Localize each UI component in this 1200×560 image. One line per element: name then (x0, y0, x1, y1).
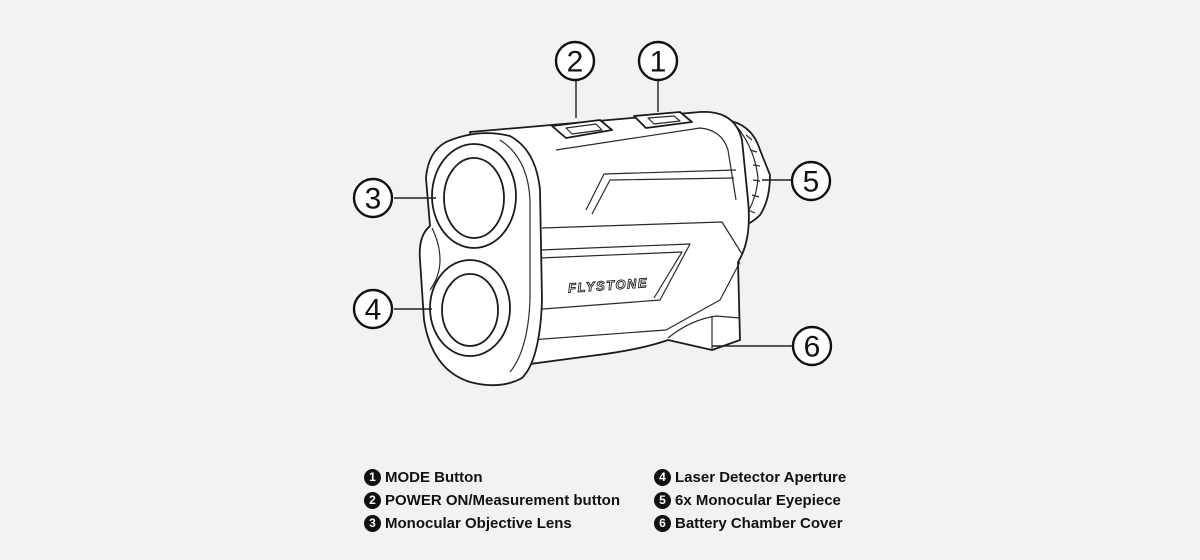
number-badge: 1 (364, 469, 381, 486)
legend-item-laser-detector: 4 Laser Detector Aperture (654, 468, 884, 487)
legend-label: 6x Monocular Eyepiece (675, 492, 841, 509)
legend-label: Monocular Objective Lens (385, 515, 572, 532)
legend-label: Battery Chamber Cover (675, 515, 843, 532)
callout-number: 4 (365, 294, 382, 327)
objective-lens (431, 143, 517, 249)
callout-5: 5 (790, 160, 832, 202)
number-badge: 2 (364, 492, 381, 509)
callout-number: 1 (650, 46, 667, 79)
callout-4: 4 (352, 288, 394, 330)
number-badge: 3 (364, 515, 381, 532)
number-badge: 4 (654, 469, 671, 486)
legend-item-eyepiece: 5 6x Monocular Eyepiece (654, 491, 884, 510)
callout-number: 5 (803, 166, 820, 199)
power-button[interactable] (551, 119, 613, 139)
brand-text: FLYSTONE (568, 275, 649, 296)
callout-1: 1 (637, 40, 679, 82)
mode-button[interactable] (633, 111, 693, 129)
callout-number: 3 (365, 183, 382, 216)
leader-lines (394, 80, 794, 347)
callout-6: 6 (791, 325, 833, 367)
callout-number: 2 (567, 46, 584, 79)
legend-item-battery-cover: 6 Battery Chamber Cover (654, 514, 884, 533)
callout-3: 3 (352, 177, 394, 219)
legend-label: POWER ON/Measurement button (385, 492, 621, 509)
rangefinder-illustration: FLYSTONE 1 2 3 4 5 (352, 40, 833, 387)
brand-logo: FLYSTONE (567, 275, 649, 296)
legend-item-objective-lens: 3 Monocular Objective Lens (364, 514, 654, 533)
number-badge: 5 (654, 492, 671, 509)
parts-legend: 1 MODE Button 4 Laser Detector Aperture … (364, 468, 884, 533)
laser-aperture (429, 259, 511, 357)
callout-number: 6 (804, 331, 821, 364)
legend-label: Laser Detector Aperture (675, 469, 847, 486)
legend-item-power-button: 2 POWER ON/Measurement button (364, 491, 654, 510)
number-badge: 6 (654, 515, 671, 532)
legend-item-mode-button: 1 MODE Button (364, 468, 654, 487)
callout-2: 2 (554, 40, 596, 82)
legend-label: MODE Button (385, 469, 483, 486)
